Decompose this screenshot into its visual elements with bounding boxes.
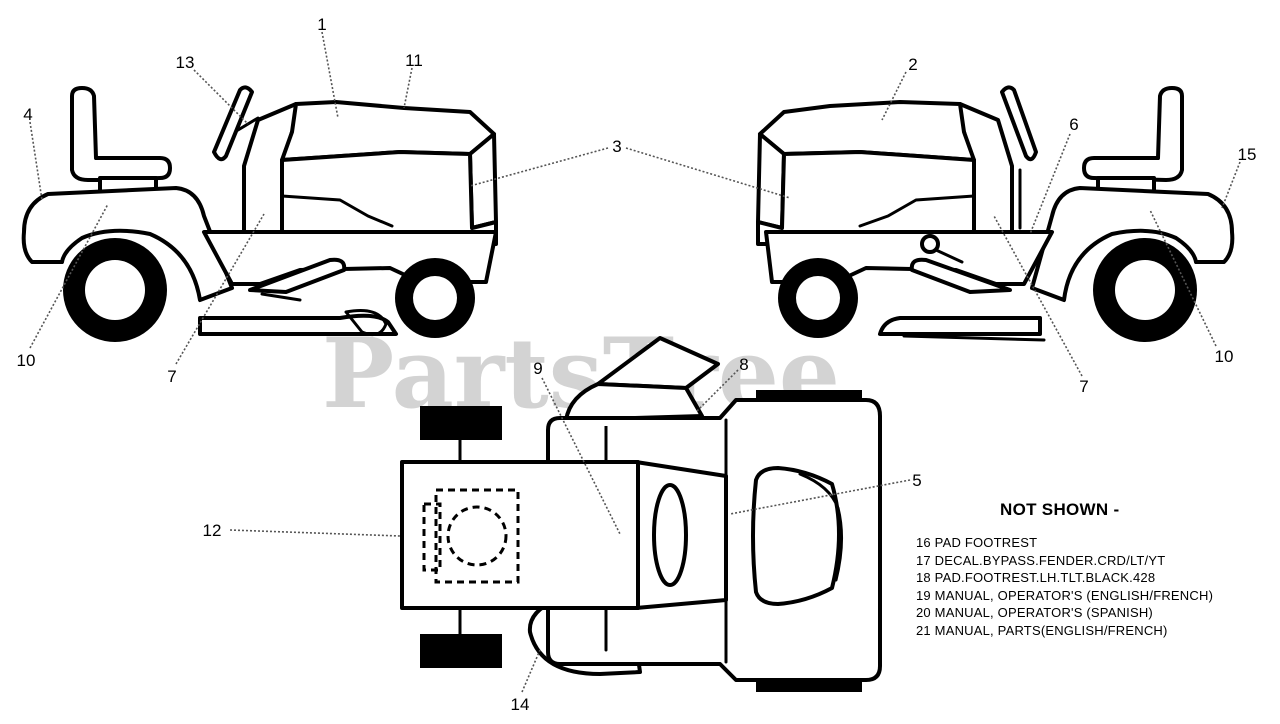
seat-right: [1082, 86, 1184, 182]
footrest-left: [248, 257, 347, 294]
not-shown-item: 21 MANUAL, PARTS(ENGLISH/FRENCH): [916, 622, 1168, 638]
callout-2: 2: [908, 55, 917, 74]
top-seat: [751, 466, 841, 606]
callout-3: 3: [612, 137, 621, 156]
top-hood: [400, 460, 640, 610]
rear-wheel-left: [63, 238, 167, 342]
mower-deck-right: [878, 316, 1042, 336]
top-engine-outline: [434, 488, 520, 584]
lift-knob-right: [920, 234, 940, 254]
not-shown-list: NOT SHOWN - 16 PAD FOOTREST 17 DECAL.BYP…: [916, 500, 1266, 640]
not-shown-title: NOT SHOWN -: [1000, 500, 1120, 519]
top-wheel-front-upper: [420, 406, 502, 440]
rear-fender-left: [21, 186, 234, 302]
footrest-right: [909, 257, 1012, 294]
seat-left: [70, 86, 172, 182]
callout-7-left: 7: [167, 367, 176, 386]
tractor-top-view: [400, 336, 882, 692]
callout-15: 15: [1238, 145, 1257, 164]
not-shown-item: 20 MANUAL, OPERATOR'S (SPANISH): [916, 605, 1153, 621]
not-shown-item: 18 PAD.FOOTREST.LH.TLT.BLACK.428: [916, 570, 1156, 586]
callout-4: 4: [23, 105, 32, 124]
callout-9: 9: [533, 359, 542, 378]
front-wheel-right: [778, 258, 858, 338]
steering-wheel-left: [212, 85, 254, 162]
rear-fender-right: [1030, 186, 1235, 302]
tractor-left-side-view: [21, 85, 498, 342]
callout-1: 1: [317, 15, 326, 34]
callout-14: 14: [511, 695, 530, 714]
callout-8: 8: [739, 355, 748, 374]
top-wheel-front-lower: [420, 634, 502, 668]
steering-wheel-right: [1000, 85, 1038, 162]
callout-11: 11: [405, 51, 423, 70]
not-shown-item: 16 PAD FOOTREST: [916, 535, 1038, 550]
callout-10-right: 10: [1215, 347, 1234, 366]
top-steering-wheel: [652, 483, 688, 587]
callout-10-left: 10: [17, 351, 36, 370]
callout-6: 6: [1069, 115, 1078, 134]
callout-5: 5: [912, 471, 921, 490]
not-shown-items: 16 PAD FOOTREST 17 DECAL.BYPASS.FENDER.C…: [916, 534, 1266, 640]
leader-lines: [29, 31, 1241, 693]
callout-13: 13: [176, 53, 195, 72]
callout-12: 12: [203, 521, 222, 540]
not-shown-item: 19 MANUAL, OPERATOR'S (ENGLISH/FRENCH): [916, 587, 1214, 603]
rear-wheel-right: [1093, 238, 1197, 342]
front-wheel-left: [395, 258, 475, 338]
callout-labels: 1 2 3 4 5 6 7 7 8 9 10 10 11 12 13 14 15: [17, 15, 1257, 714]
mower-deck-left: [198, 313, 398, 336]
tractor-right-side-view: [756, 85, 1235, 342]
callout-7-right: 7: [1079, 377, 1088, 396]
not-shown-item: 17 DECAL.BYPASS.FENDER.CRD/LT/YT: [916, 552, 1166, 568]
